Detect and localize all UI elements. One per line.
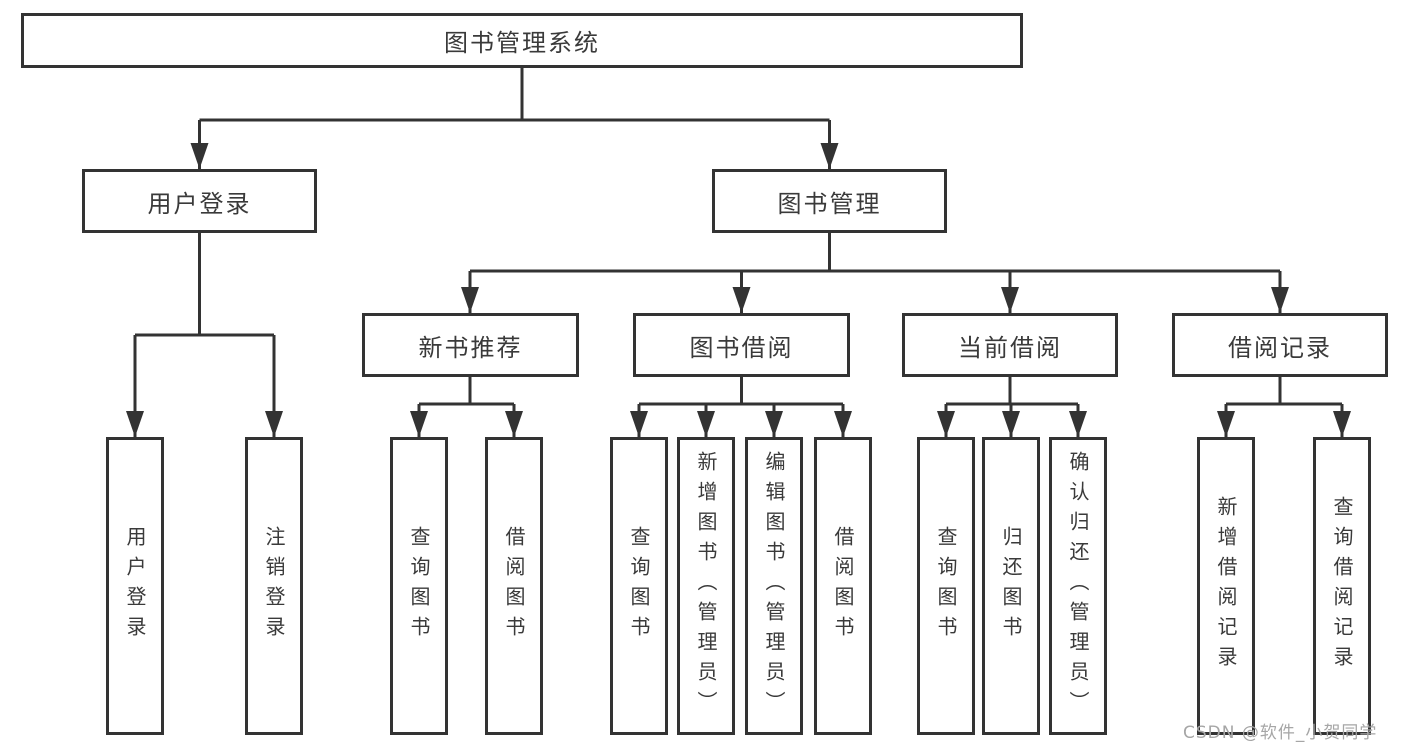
leaf-label: 查询图书 [407, 526, 431, 646]
arrow-down-icon [505, 411, 523, 437]
node-label: 当前借阅 [958, 333, 1062, 362]
arrow-down-icon [834, 411, 852, 437]
arrow-down-icon [697, 411, 715, 437]
leaf-add-borrow-record: 新增借阅记录 [1197, 437, 1255, 735]
node-borrowing-records: 借阅记录 [1172, 313, 1388, 377]
leaf-query-books: 查询图书 [390, 437, 448, 735]
node-label: 新书推荐 [418, 333, 523, 362]
arrow-down-icon [410, 411, 428, 437]
leaf-label: 编辑图书（管理员） [762, 451, 786, 721]
node-label: 图书管理 [777, 189, 882, 218]
arrow-down-icon [765, 411, 783, 437]
arrow-down-icon [1333, 411, 1351, 437]
leaf-label: 借阅图书 [502, 526, 526, 646]
arrow-down-icon [937, 411, 955, 437]
leaf-label: 查询图书 [934, 526, 958, 646]
arrow-down-icon [1217, 411, 1235, 437]
arrow-down-icon [732, 287, 751, 313]
arrow-down-icon [1069, 411, 1087, 437]
leaf-label: 注销登录 [262, 526, 286, 646]
leaf-borrow-books: 借阅图书 [485, 437, 543, 735]
leaf-user-login: 用户登录 [106, 437, 164, 735]
leaf-confirm-return-admin: 确认归还（管理员） [1049, 437, 1107, 735]
leaf-edit-books-admin: 编辑图书（管理员） [745, 437, 803, 735]
arrow-down-icon [126, 411, 144, 437]
leaf-query-books: 查询图书 [610, 437, 668, 735]
node-label: 用户登录 [147, 189, 252, 218]
arrow-down-icon [1002, 411, 1020, 437]
arrow-down-icon [820, 143, 839, 169]
arrow-down-icon [1271, 287, 1289, 313]
arrow-down-icon [461, 287, 479, 313]
arrow-down-icon [190, 143, 209, 169]
node-label: 借阅记录 [1228, 333, 1332, 362]
node-label: 图书借阅 [689, 333, 794, 362]
node-book-management: 图书管理 [712, 169, 947, 233]
leaf-label: 查询图书 [627, 526, 651, 646]
arrow-down-icon [265, 411, 283, 437]
leaf-return-books: 归还图书 [982, 437, 1040, 735]
node-book-borrowing: 图书借阅 [633, 313, 850, 377]
watermark: CSDN @软件_小贺同学 [1183, 723, 1378, 743]
leaf-label: 新增图书（管理员） [694, 451, 718, 721]
node-library-management-system: 图书管理系统 [21, 13, 1023, 68]
arrow-down-icon [1001, 287, 1019, 313]
node-new-book-recommendation: 新书推荐 [362, 313, 579, 377]
leaf-add-books-admin: 新增图书（管理员） [677, 437, 735, 735]
leaf-label: 借阅图书 [831, 526, 855, 646]
leaf-label: 用户登录 [123, 526, 147, 646]
leaf-logout: 注销登录 [245, 437, 303, 735]
leaf-label: 查询借阅记录 [1330, 496, 1354, 676]
node-current-borrowing: 当前借阅 [902, 313, 1118, 377]
leaf-label: 确认归还（管理员） [1066, 451, 1090, 721]
leaf-query-books: 查询图书 [917, 437, 975, 735]
leaf-label: 新增借阅记录 [1214, 496, 1238, 676]
tree-edges [133, 68, 1344, 437]
leaf-label: 归还图书 [999, 526, 1023, 646]
node-label: 图书管理系统 [444, 29, 600, 57]
leaf-query-borrow-record: 查询借阅记录 [1313, 437, 1371, 735]
leaf-borrow-books: 借阅图书 [814, 437, 872, 735]
node-user-login: 用户登录 [82, 169, 317, 233]
arrow-down-icon [630, 411, 648, 437]
